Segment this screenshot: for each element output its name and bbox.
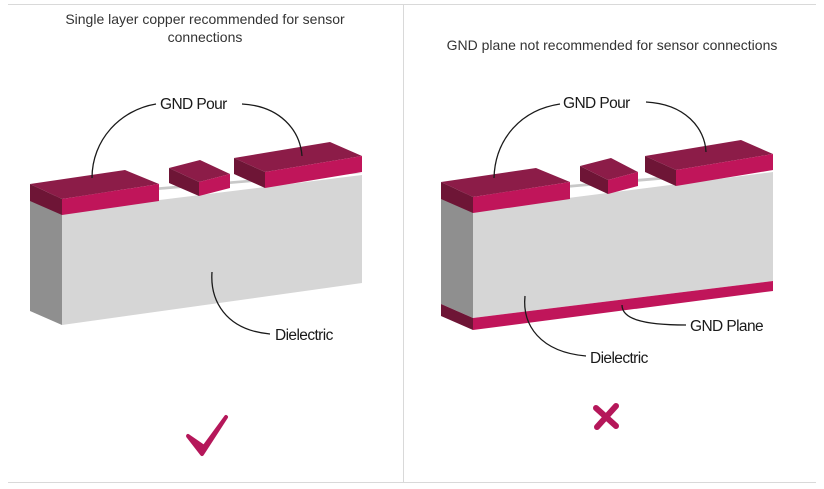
right-pour-2-front	[608, 172, 638, 194]
left-pour-2-top	[169, 160, 230, 182]
right-pour-2-side	[580, 166, 608, 194]
center-divider	[403, 4, 404, 483]
left-pour-3-front	[265, 156, 362, 188]
top-divider	[8, 4, 816, 5]
right-dielectric-leader	[524, 295, 587, 357]
left-pour-1-front	[62, 184, 159, 215]
right-plane-leader	[621, 304, 687, 326]
left-label-gnd-pour: GND Pour	[160, 96, 227, 113]
right-dielectric-front	[473, 172, 773, 318]
right-label-dielectric: Dielectric	[590, 350, 649, 367]
left-pour-leader-left	[91, 103, 157, 179]
right-label-gnd-plane: GND Plane	[690, 318, 763, 335]
right-caption: GND plane not recommended for sensor con…	[446, 37, 778, 53]
right-dielectric-side	[441, 196, 473, 318]
left-pour-3-top	[234, 142, 362, 172]
left-pour-1-top	[30, 170, 159, 199]
left-pour-1-side	[30, 184, 62, 215]
left-dielectric-leader	[211, 271, 271, 335]
right-pour-1-top	[441, 168, 570, 197]
left-pour-3-side	[234, 158, 265, 188]
left-pour-leader-right	[241, 103, 303, 157]
left-pour-2-front	[199, 174, 230, 196]
right-pour-1-front	[473, 182, 570, 213]
right-pour-2-top	[580, 158, 638, 180]
left-dielectric-side	[30, 198, 62, 325]
right-label-gnd-pour: GND Pour	[563, 95, 630, 112]
left-stackup: GND Pour Dielectric	[30, 96, 362, 344]
right-pour-leader-left	[493, 103, 561, 179]
right-pour-3-front	[676, 154, 773, 186]
right-pour-leader-right	[645, 101, 707, 153]
cross-icon	[593, 403, 619, 430]
bottom-divider	[8, 482, 816, 483]
checkmark-icon	[186, 415, 228, 456]
right-plane-front	[473, 281, 773, 330]
left-pour-2-side	[169, 168, 199, 196]
right-pour-3-top	[645, 140, 773, 170]
left-caption: Single layer copper recommended for sens…	[65, 11, 345, 45]
right-pour-1-side	[441, 182, 473, 213]
left-dielectric-front	[62, 175, 362, 325]
right-stackup: GND Pour GND Plane Dielectric	[441, 95, 773, 367]
right-pour-3-side	[645, 156, 676, 186]
right-plane-side	[441, 304, 473, 330]
left-label-dielectric: Dielectric	[275, 327, 334, 344]
